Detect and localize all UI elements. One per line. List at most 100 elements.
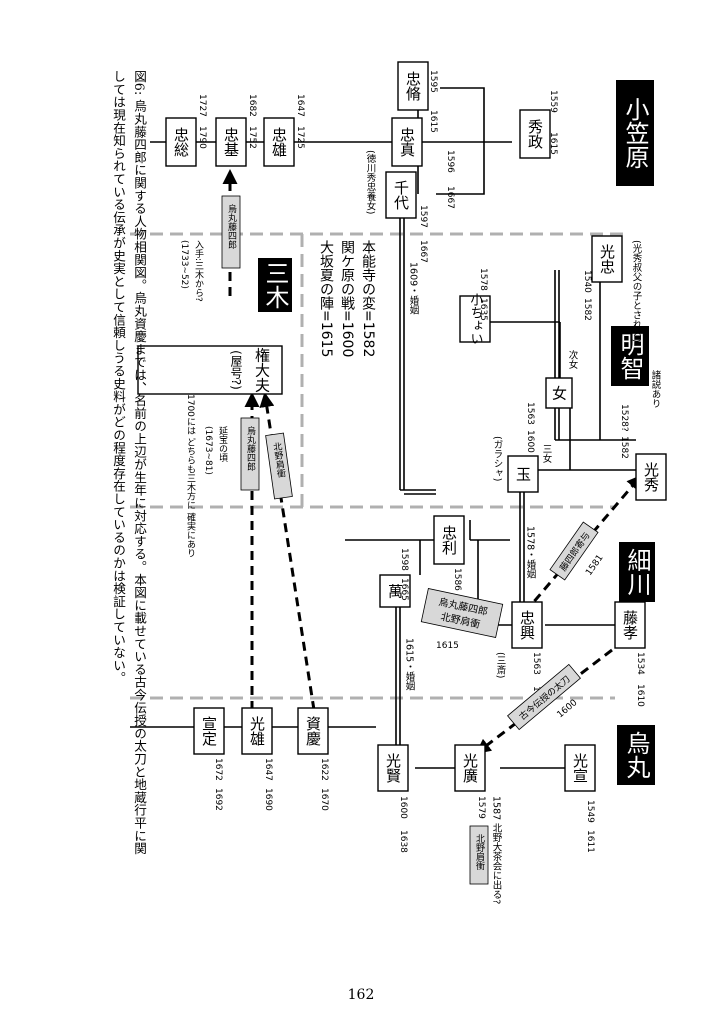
svg-text:光忠: 光忠 (598, 244, 616, 274)
svg-text:忠利: 忠利 (440, 525, 458, 555)
svg-text:1700には どちらも三木方に 確実にあり: 1700には どちらも三木方に 確実にあり (185, 394, 196, 558)
person-mitsutada: 光忠 (591, 235, 623, 283)
svg-text:(屋号?): (屋号?) (229, 350, 243, 390)
person-tadaoki: 忠興 (511, 601, 543, 649)
svg-text:1578: 1578 (478, 268, 488, 291)
svg-text:1609・婚姻: 1609・婚姻 (408, 262, 420, 316)
svg-text:(光秀叔父の子とされる): (光秀叔父の子とされる) (631, 240, 643, 342)
person-sukeyoshi: 資慶 (297, 707, 329, 755)
page-number: 162 (347, 987, 375, 1003)
svg-text:藤孝: 藤孝 (621, 610, 639, 640)
svg-text:1635: 1635 (478, 298, 488, 321)
svg-text:1647: 1647 (263, 758, 273, 781)
svg-text:玉: 玉 (514, 467, 532, 482)
person-mitsunobu: 光宣 (564, 744, 596, 792)
svg-text:忠総: 忠総 (172, 127, 190, 157)
svg-text:1615: 1615 (548, 132, 558, 155)
svg-text:1615: 1615 (428, 110, 438, 133)
svg-text:諸説あり: 諸説あり (650, 369, 662, 408)
svg-text:小ちょい: 小ちょい (468, 293, 484, 345)
svg-text:1692: 1692 (213, 788, 223, 811)
svg-text:延宝の頃: 延宝の頃 (217, 425, 228, 463)
label-kitano-mitsuhiro: 北野肩衝 (469, 825, 489, 885)
svg-text:1790: 1790 (197, 126, 207, 149)
svg-text:1647: 1647 (295, 94, 305, 117)
person-mitsuo: 光雄 (241, 707, 273, 755)
svg-text:1559: 1559 (548, 90, 558, 113)
person-tadatoshi: 忠利 (433, 515, 465, 565)
person-boxes: 秀政 忠脩 忠真 千代 忠雄 忠基 忠総 光忠 (137, 61, 667, 792)
svg-text:1727: 1727 (197, 94, 207, 117)
svg-text:資慶: 資慶 (304, 716, 322, 746)
svg-text:(ガラシャ): (ガラシャ) (492, 436, 504, 481)
svg-text:千代: 千代 (392, 180, 410, 211)
svg-text:烏丸藤四郎: 烏丸藤四郎 (226, 203, 237, 250)
svg-text:1690: 1690 (263, 788, 273, 811)
clan-hosokawa: 細川 (623, 548, 651, 596)
svg-text:1563: 1563 (531, 652, 541, 675)
svg-text:忠基: 忠基 (222, 127, 240, 157)
svg-text:(三斎): (三斎) (495, 652, 507, 678)
marriage-labels: 1609・婚姻 1578・婚姻 1615・婚姻 (404, 262, 537, 692)
svg-text:1670: 1670 (319, 788, 329, 811)
svg-text:権大夫: 権大夫 (253, 348, 271, 393)
svg-text:関ケ原の戦=1600: 関ケ原の戦=1600 (339, 240, 355, 357)
figure-caption: 図6: 烏丸藤四郎に関する人物相関図。烏丸資慶までは、名前の上辺が生年に対応する… (111, 70, 147, 855)
svg-text:大坂夏の陣=1615: 大坂夏の陣=1615 (318, 240, 334, 357)
svg-text:忠脩: 忠脩 (404, 71, 422, 101)
svg-text:女: 女 (550, 385, 568, 401)
svg-text:秀政: 秀政 (526, 119, 544, 149)
svg-text:1611: 1611 (585, 830, 595, 853)
svg-text:1600: 1600 (398, 796, 408, 819)
person-tadamoto: 忠基 (215, 117, 247, 167)
svg-text:北野肩衝: 北野肩衝 (474, 834, 485, 870)
svg-text:宣定: 宣定 (200, 716, 218, 747)
relation-lines (130, 87, 636, 769)
svg-text:忠真: 忠真 (398, 127, 416, 157)
svg-text:1582: 1582 (582, 298, 592, 321)
clan-hosokawa-bar (619, 542, 655, 602)
svg-text:光秀: 光秀 (642, 462, 660, 493)
label-karasumaru-kitano: 烏丸藤四郎 北野肩衝 (420, 587, 504, 639)
svg-text:1600: 1600 (525, 430, 535, 453)
clan-karasumaru: 烏丸 (622, 731, 650, 779)
person-man: 萬 (379, 574, 411, 608)
svg-text:1600: 1600 (556, 698, 580, 721)
svg-text:1563: 1563 (525, 402, 535, 425)
svg-text:1615: 1615 (436, 641, 459, 651)
svg-text:1610: 1610 (635, 684, 645, 707)
label-kitano-miki: 北野肩衝 (265, 432, 293, 500)
svg-text:1725: 1725 (295, 126, 305, 149)
person-fujitaka: 藤孝 (614, 601, 646, 649)
person-tadanaga: 忠脩 (397, 61, 429, 111)
person-notes: (徳川秀忠養女) (光秀叔父の子とされる) 次女 諸説あり 三女 (ガラシャ) … (365, 150, 662, 904)
svg-text:(1673~81): (1673~81) (203, 426, 213, 475)
svg-text:1549: 1549 (585, 800, 595, 823)
person-tadazane: 忠真 (391, 117, 423, 167)
svg-text:次女: 次女 (567, 349, 579, 370)
svg-text:光賢: 光賢 (384, 753, 402, 783)
svg-text:1596: 1596 (445, 150, 455, 173)
clan-akechi-bar (611, 326, 649, 386)
person-tadao: 忠雄 (263, 117, 295, 167)
person-chiyo: 千代 (385, 171, 417, 219)
svg-text:1622: 1622 (319, 758, 329, 781)
svg-text:三女: 三女 (541, 444, 553, 464)
svg-text:1665: 1665 (399, 578, 409, 601)
svg-text:光宣: 光宣 (571, 753, 589, 783)
svg-text:萬: 萬 (386, 584, 404, 599)
svg-text:1597: 1597 (418, 205, 428, 228)
svg-text:1598: 1598 (399, 548, 409, 571)
clan-miki-bar (258, 258, 292, 312)
clan-ogasawara: 小笠原 (621, 97, 649, 169)
svg-text:1579: 1579 (476, 796, 486, 819)
svg-text:忠興: 忠興 (518, 610, 536, 640)
person-tama: 玉 (507, 455, 539, 493)
person-hidemasa: 秀政 (519, 109, 551, 159)
label-karasumaru-top: 烏丸藤四郎 (221, 195, 241, 269)
label-karasumaru-miki: 烏丸藤四郎 (240, 417, 260, 491)
svg-text:入手:三木から?: 入手:三木から? (193, 240, 204, 302)
person-mitsuhiro: 光廣 (454, 744, 486, 792)
svg-text:1581: 1581 (584, 553, 605, 577)
